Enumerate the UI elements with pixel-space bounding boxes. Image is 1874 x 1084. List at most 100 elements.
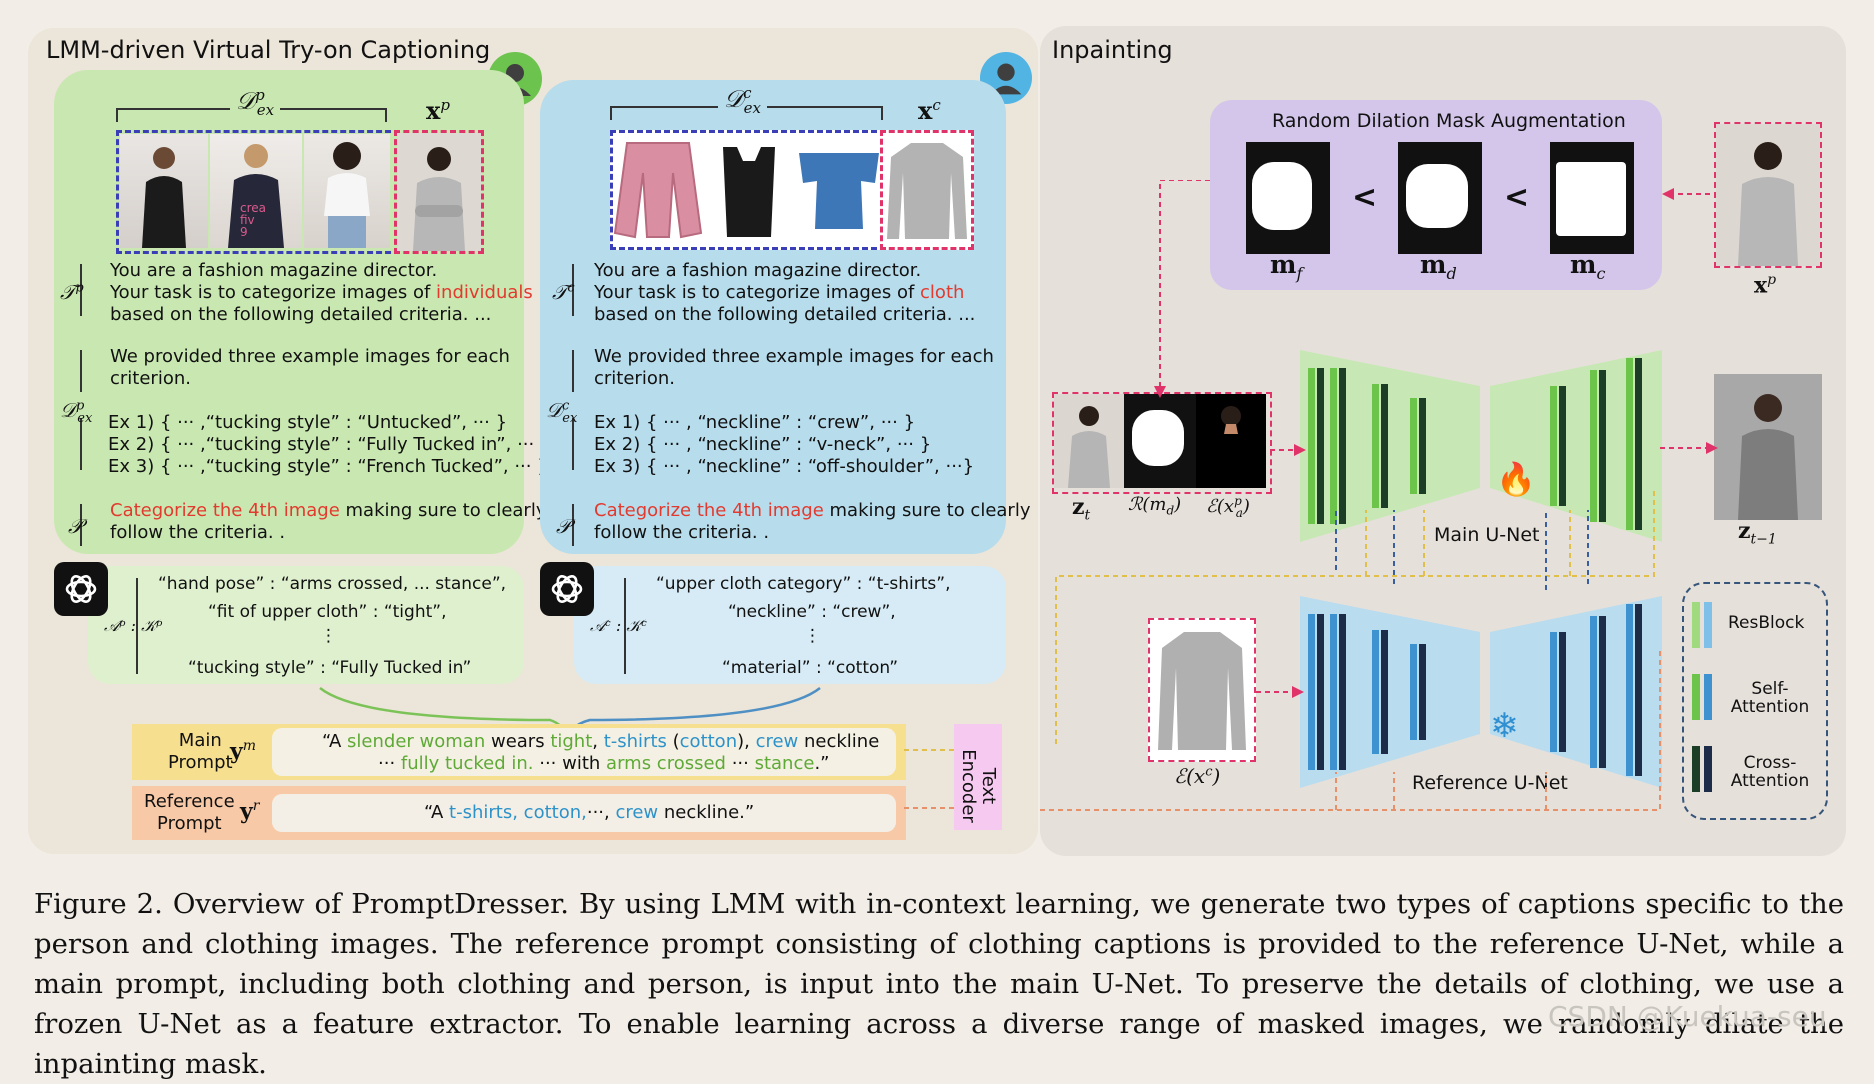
answer-line1: “hand pose” : “arms crossed, ... stance”… — [158, 574, 507, 594]
mask-c — [1550, 142, 1634, 254]
zt-1-label: zt−1 — [1738, 518, 1777, 548]
inpainting-connectors — [1040, 180, 1718, 811]
xp-label: xp — [426, 96, 450, 125]
dex-bracket-right — [385, 108, 387, 122]
answer-bracket — [136, 578, 138, 674]
cross-attention-legend-icon — [1692, 746, 1720, 796]
tp-line2: Your task is to categorize images of ind… — [110, 282, 533, 303]
ex1-line: Ex 1) { ··· ,“tucking style” : “Untucked… — [108, 412, 508, 433]
p-line1: Categorize the 4th image making sure to … — [110, 500, 547, 521]
chatgpt-icon — [54, 562, 108, 616]
dex-p-side-label: 𝒟pex — [60, 398, 93, 426]
mask-f — [1246, 142, 1330, 254]
dex-desc-bracket — [80, 350, 82, 392]
target-cloth-image — [880, 130, 974, 250]
tp-line1: You are a fashion magazine director. — [110, 260, 438, 281]
dex-desc-line2: criterion. — [110, 368, 191, 389]
exc-bracket — [572, 418, 574, 470]
chatgpt-icon-2 — [540, 562, 594, 616]
rmd-label: ℛ(md) — [1128, 494, 1182, 518]
output-image — [1714, 374, 1822, 520]
tp-label: 𝒯p — [60, 280, 84, 304]
dexc-desc-line1: We provided three example images for eac… — [594, 346, 994, 367]
dex-c-side-label: 𝒟cex — [546, 398, 578, 426]
tc-bracket — [572, 264, 574, 316]
example-cloth-images — [610, 130, 886, 250]
answer-c-line3: “material” : “cotton” — [722, 658, 899, 678]
dex-bracket-left — [116, 108, 118, 122]
reference-unet-label: Reference U-Net — [1412, 772, 1568, 794]
answer-line3: “tucking style” : “Fully Tucked in” — [188, 658, 472, 678]
tp-bracket — [80, 264, 82, 316]
self-attention-legend-icon — [1692, 674, 1720, 724]
exa-label: ℰ(xpa) — [1206, 494, 1250, 520]
exc2-line: Ex 2) { ··· , “neckline” : “v-neck”, ···… — [594, 434, 932, 455]
inpainting-title: Inpainting — [1052, 36, 1173, 64]
ak-c-label: 𝒜ᶜ : 𝒦ᶜ — [590, 616, 647, 635]
ex3-line: Ex 3) { ··· ,“tucking style” : “French T… — [108, 456, 549, 477]
pc-bracket — [572, 504, 574, 546]
mask-d — [1398, 142, 1482, 254]
zt-label: zt — [1072, 494, 1091, 524]
pc-line2: follow the criteria. . — [594, 522, 770, 543]
watermark: CSDN @Kuekua-seu — [1548, 1000, 1827, 1033]
ym-symbol: ym — [230, 738, 257, 765]
mf-label: mf — [1270, 250, 1303, 283]
dexc-desc-line2: criterion. — [594, 368, 675, 389]
zt-image — [1054, 394, 1124, 488]
tc-line1: You are a fashion magazine director. — [594, 260, 922, 281]
xc-label: xc — [918, 96, 941, 125]
ak-p-label: 𝒜ᵖ : 𝒦ᵖ — [104, 616, 163, 635]
exc1-line: Ex 1) { ··· , “neckline” : “crew”, ··· } — [594, 412, 916, 433]
main-prompt-line2: ··· fully tucked in. ··· with arms cross… — [378, 753, 830, 774]
p-bracket — [80, 504, 82, 546]
dex-c-label: 𝒟cex — [718, 84, 767, 117]
snowflake-icon: ❄ — [1490, 706, 1519, 746]
rmd-image — [1124, 394, 1196, 488]
mc-label: mc — [1570, 250, 1606, 283]
prompt-to-encoder-lines — [904, 749, 954, 809]
yr-symbol: yr — [240, 798, 260, 825]
fire-icon: 🔥 — [1496, 460, 1536, 498]
ex2-line: Ex 2) { ··· ,“tucking style” : “Fully Tu… — [108, 434, 552, 455]
dex-p-label: 𝒟pex — [230, 86, 281, 119]
answer-c-line2: “neckline” : “crew”, — [728, 602, 896, 622]
tc-label: 𝒯c — [552, 280, 575, 304]
main-unet — [1300, 350, 1662, 542]
person-input-image — [1714, 122, 1822, 268]
text-encoder-block — [954, 724, 1002, 830]
reference-prompt-line: “A t-shirts, cotton,···, crew neckline.” — [424, 802, 755, 823]
dex-desc-line1: We provided three example images for eac… — [110, 346, 510, 367]
pc-line1: Categorize the 4th image making sure to … — [594, 500, 1031, 521]
answer-c-bracket — [624, 578, 626, 674]
text-encoder-label: Text Encoder — [958, 749, 999, 823]
pc-label: 𝒫 — [556, 514, 571, 538]
dexc-desc-bracket — [572, 350, 574, 392]
cloth-answer-box — [574, 566, 1006, 684]
figure-caption: Figure 2. Overview of PromptDresser. By … — [34, 888, 1844, 1080]
exa-image — [1196, 394, 1266, 488]
reference-prompt-text-box — [272, 794, 896, 832]
answer-line2: “fit of upper cloth” : “tight”, — [208, 602, 447, 622]
main-unet-label: Main U-Net — [1434, 524, 1540, 546]
p-line2: follow the criteria. . — [110, 522, 286, 543]
exc-label: ℰ(xc) — [1174, 764, 1221, 788]
legend-resblock: ResBlock — [1728, 613, 1805, 633]
captioning-title: LMM-driven Virtual Try-on Captioning — [46, 36, 491, 64]
example-person-1 — [120, 134, 208, 248]
main-prompt-text-box — [272, 728, 896, 776]
less-than-2: < — [1504, 180, 1530, 215]
answer-dots: ⋮ — [320, 626, 337, 646]
reference-unet — [1300, 596, 1662, 788]
tc-line3: based on the following detailed criteria… — [594, 304, 976, 325]
tc-line2: Your task is to categorize images of clo… — [594, 282, 965, 303]
resblock-legend-icon — [1692, 602, 1720, 652]
answer-c-line1: “upper cloth category” : “t-shirts”, — [656, 574, 951, 594]
mask-augmentation-title: Random Dilation Mask Augmentation — [1272, 110, 1626, 132]
legend-self-attention: Self-Attention — [1730, 679, 1810, 717]
exc3-line: Ex 3) { ··· , “neckline” : “off-shoulder… — [594, 456, 975, 477]
tp-line3: based on the following detailed criteria… — [110, 304, 492, 325]
